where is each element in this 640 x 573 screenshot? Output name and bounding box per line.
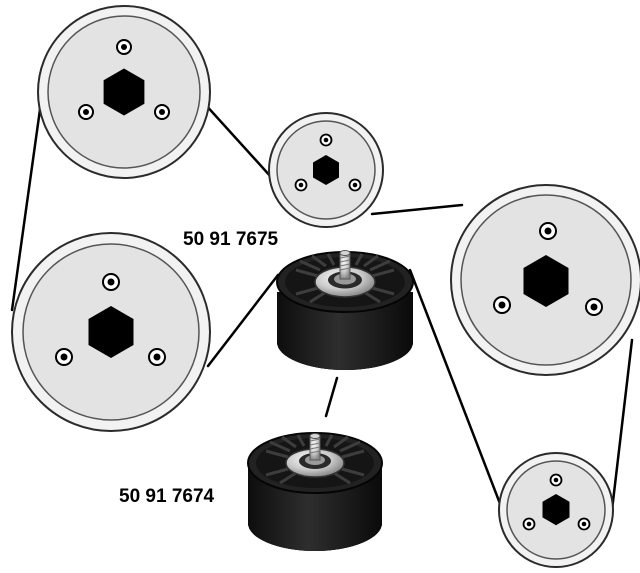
hex-hub-icon [103,68,145,116]
bolt-icon [78,104,94,120]
bolt-icon [348,178,362,192]
bolt-icon [539,222,557,240]
pulley-left-large [11,232,211,432]
belt-segment [408,268,506,516]
idler-pulley-upper [276,250,414,370]
bolt-icon [55,348,73,366]
bolt-icon [585,298,603,316]
pulley-bottom-right [498,452,614,568]
bolt-icon [522,517,536,531]
part-number-label: 50 91 7675 [183,229,279,250]
bolt-icon [294,178,308,192]
belt-segment [370,203,464,216]
part-number-label: 50 91 7674 [119,486,215,507]
bolt-icon [148,348,166,366]
bolt-icon [116,39,132,55]
bolt-icon [549,473,563,487]
hex-hub-icon [88,306,134,358]
connector-line [324,376,339,418]
hex-hub-icon [313,155,339,185]
bolt-icon [577,517,591,531]
bolt-icon [102,273,120,291]
rib-pattern [265,434,365,485]
hex-hub-icon [523,255,569,307]
idler-pulley-lower [247,432,383,551]
belt-segment [10,86,45,312]
pulley-right-large [450,184,640,376]
belt-segment [610,338,634,512]
bolt-icon [493,296,511,314]
bolt-icon [319,133,333,147]
rib-pattern [295,253,395,304]
pulley-top-center [268,112,384,228]
belt-segment [206,273,280,368]
hex-hub-icon [542,494,570,526]
pulley-top-left [37,5,211,179]
bolt-icon [154,104,170,120]
